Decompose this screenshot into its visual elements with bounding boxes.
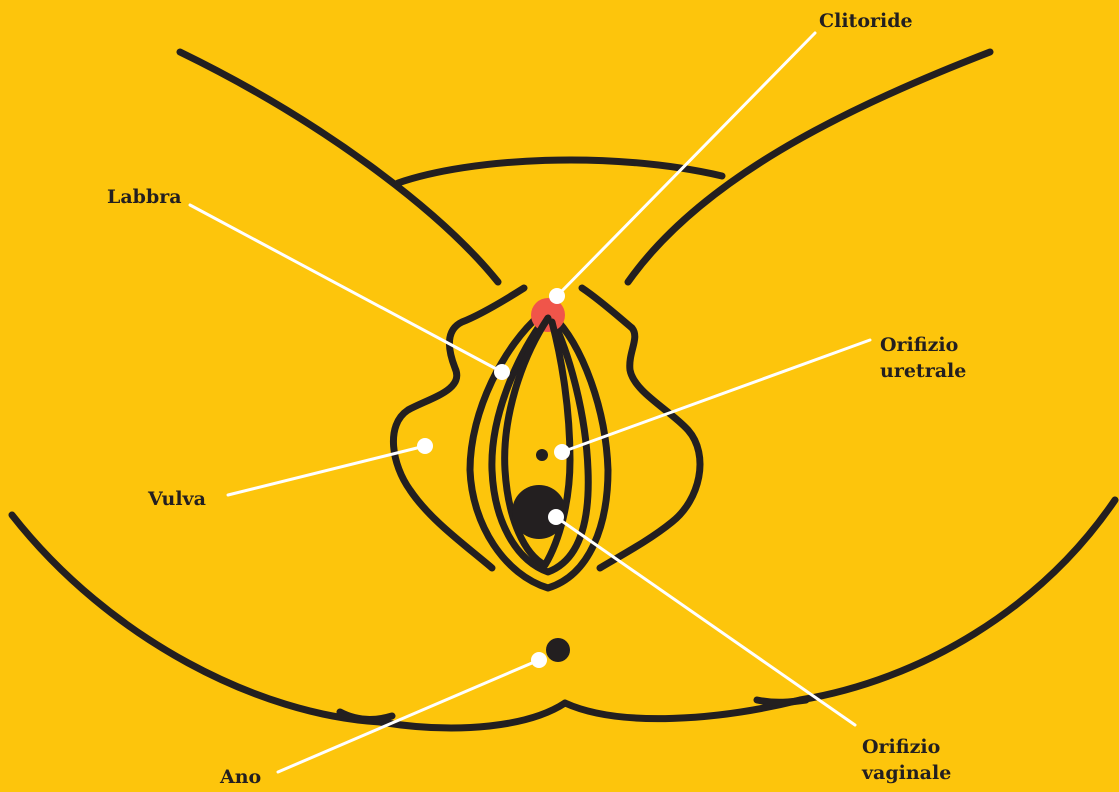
leader-orifizio-vaginale [556,517,855,725]
leader-clitoride [557,33,815,296]
label-labbra: Labbra [107,184,182,210]
label-orifizio-vaginale: Orifizio vaginale [862,734,951,786]
label-clitoride-text: Clitoride [819,8,913,34]
label-orifizio-vaginale-line2: vaginale [862,760,951,786]
lower-belly-line [398,160,722,183]
label-clitoride: Clitoride [819,8,913,34]
leader-orifizio-uretrale [562,340,870,452]
label-ano: Ano [220,764,261,790]
label-labbra-text: Labbra [107,184,182,210]
anus [546,638,570,662]
urethral-orifice [536,449,548,461]
pointer-dot-orifizio-vaginale [548,509,564,525]
label-vulva: Vulva [148,486,206,512]
right-buttock-line [565,500,1115,719]
label-ano-text: Ano [220,764,261,790]
left-buttock-crease [340,712,392,719]
label-vulva-text: Vulva [148,486,206,512]
pointer-dot-ano [531,652,547,668]
label-orifizio-uretrale-line1: Orifizio [880,332,966,358]
pointer-dot-clitoride [549,288,565,304]
label-orifizio-uretrale: Orifizio uretrale [880,332,966,384]
pointer-dot-labbra [494,364,510,380]
right-buttock-crease [757,700,806,702]
left-buttock-line [12,515,565,728]
leader-labbra [190,205,502,372]
leader-vulva [228,446,425,495]
pointer-dot-orifizio-uretrale [554,444,570,460]
pointer-dot-vulva [417,438,433,454]
label-orifizio-uretrale-line2: uretrale [880,358,966,384]
label-orifizio-vaginale-line1: Orifizio [862,734,951,760]
